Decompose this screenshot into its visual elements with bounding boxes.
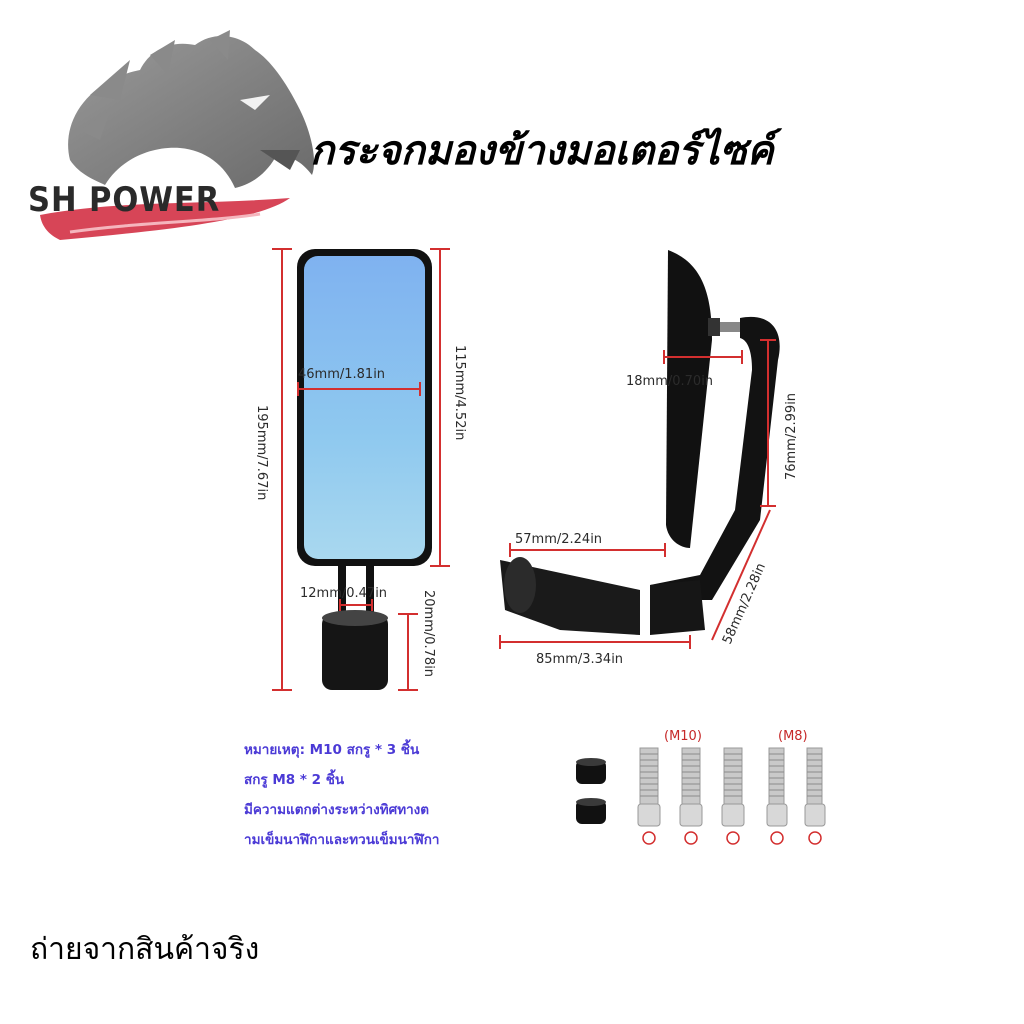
mirror-glass (304, 256, 425, 559)
dimension-label: 12mm/0.47in (300, 586, 387, 601)
dimension-line (398, 613, 418, 691)
bolt (804, 747, 826, 845)
note-line: สกรู M8 * 2 ชิ้น (244, 772, 345, 788)
dimension-label: 115mm/4.52in (452, 345, 467, 440)
dimension-line (272, 248, 292, 691)
mirror-stem (338, 566, 346, 616)
dimension-line (297, 382, 421, 396)
dimension-line (663, 350, 743, 364)
dimension-label: 20mm/0.78in (421, 590, 436, 677)
dimension-label: 46mm/1.81in (298, 367, 385, 382)
dimension-label: 195mm/7.67in (254, 405, 269, 500)
dimension-line (711, 509, 771, 641)
wolf-logo-icon (40, 30, 315, 240)
note-line: หมายเหตุ: M10 สกรู * 3 ชิ้น (244, 742, 420, 758)
mirror-stem (366, 566, 374, 616)
brand-name: SH POWER (28, 180, 221, 220)
bolt-label-m10: (M10) (664, 729, 702, 744)
bolt (679, 747, 703, 845)
dimension-line (509, 543, 666, 557)
dimension-label: 85mm/3.34in (536, 652, 623, 667)
dimension-label: 18mm/0.70in (626, 374, 713, 389)
dimension-line (499, 635, 691, 649)
front-view-diagram: 46mm/1.81in 115mm/4.52in 195mm/7.67in 12… (254, 248, 799, 691)
dimension-line (339, 599, 373, 611)
dimension-label: 76mm/2.99in (784, 393, 799, 480)
footer-caption: ถ่ายจากสินค้าจริง (30, 932, 260, 967)
bolt-label-m8: (M8) (778, 729, 808, 744)
note-line: ามเข็มนาฬิกาและทวนเข็มนาฬิกา (244, 832, 440, 848)
note-line: มีความแตกต่างระหว่างทิศทางต (244, 802, 430, 818)
bolt (721, 747, 745, 845)
end-cap (576, 758, 606, 784)
page-title: กระจกมองข้างมอเตอร์ไซค์ (310, 128, 774, 174)
dimension-line (430, 248, 450, 567)
mirror-base (322, 614, 388, 690)
dimension-label: 57mm/2.24in (515, 532, 602, 547)
side-view-diagram (500, 250, 780, 635)
bolt (766, 747, 788, 845)
end-cap (576, 798, 606, 824)
dimension-line (760, 339, 776, 507)
bolt (637, 747, 661, 845)
